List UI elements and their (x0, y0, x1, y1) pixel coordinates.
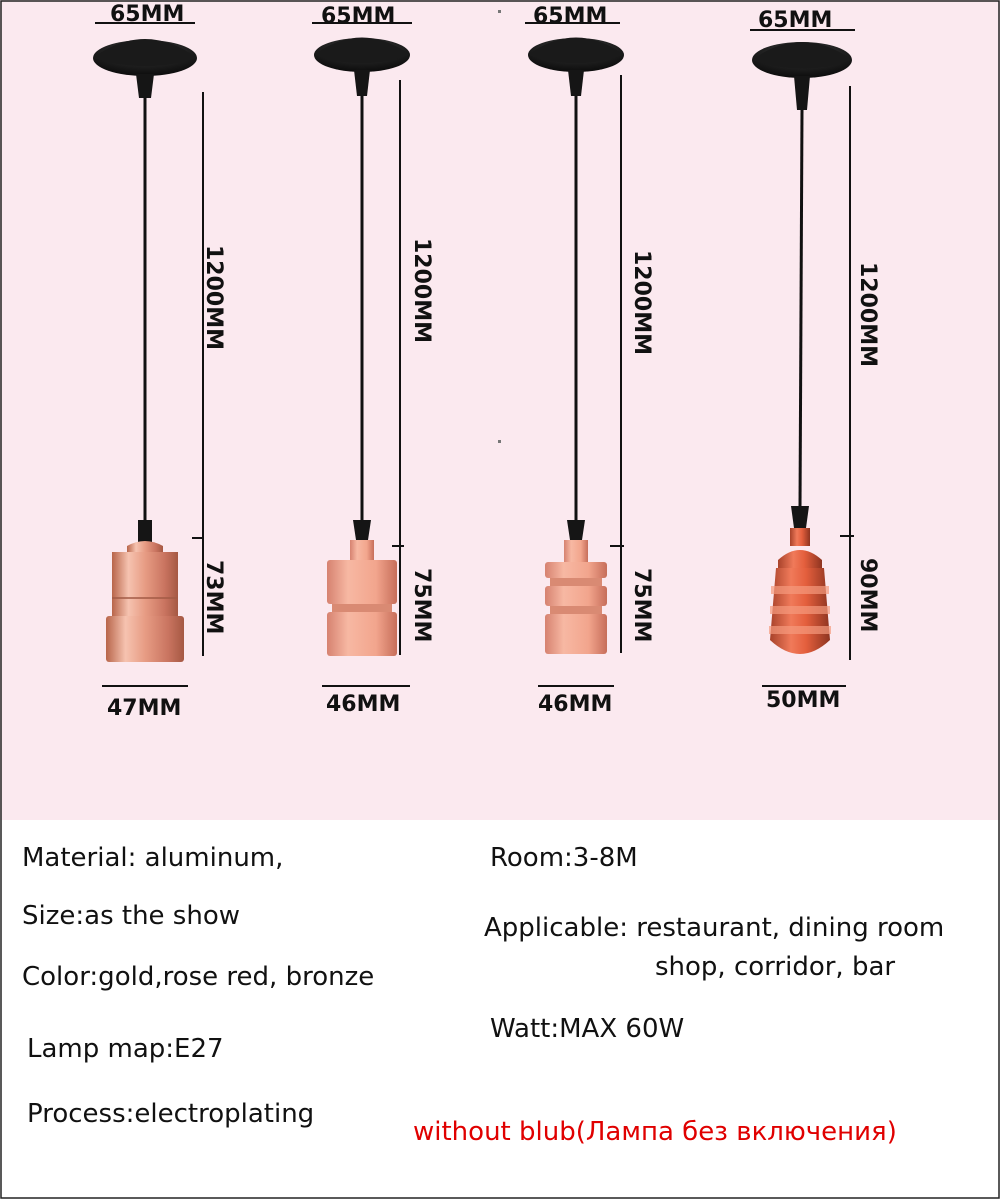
spec-lamp-map: Lamp map:E27 (27, 1034, 224, 1064)
lamp-holder (127, 541, 163, 552)
lamp-2-holder-width: 46MM (326, 692, 401, 717)
lamp-1-cord-length: 1200MM (201, 245, 226, 351)
lamp-holder (350, 540, 374, 560)
cord-grip (354, 70, 370, 96)
power-cord (798, 109, 804, 509)
lamp-2-holder-height: 75MM (409, 568, 434, 643)
lamp-4-holder-width: 50MM (766, 688, 841, 713)
spec-applicable-continued: shop, corridor, bar (655, 952, 896, 982)
lamp-4 (750, 29, 855, 687)
spec-room: Room:3-8M (490, 843, 638, 873)
no-bulb-note: without blub(Лампа без включения) (413, 1117, 897, 1147)
lamp-3-holder-height: 75MM (629, 568, 654, 643)
cord-grip (794, 76, 810, 110)
top-background (0, 0, 1000, 820)
lamp-4-cord-length: 1200MM (855, 262, 880, 368)
cord-grip (136, 74, 154, 98)
lamp-2 (312, 22, 412, 687)
lamp-3 (525, 22, 624, 687)
spec-applicable: Applicable: restaurant, dining room (484, 913, 945, 943)
spec-watt: Watt:MAX 60W (490, 1014, 685, 1044)
lamp-3-cord-length: 1200MM (629, 250, 654, 356)
lamp-4-canopy-width: 65MM (758, 8, 833, 33)
lamp-holder (790, 528, 810, 546)
lamp-1-holder-height: 73MM (201, 560, 226, 635)
lamp-3-canopy-width: 65MM (533, 4, 608, 29)
lamp-2-canopy-width: 65MM (321, 4, 396, 29)
spec-panel-background (0, 820, 1000, 1200)
spec-color: Color:gold,rose red, bronze (22, 962, 375, 992)
lamp-3-holder-width: 46MM (538, 692, 613, 717)
lamp-1 (93, 22, 204, 687)
spec-size: Size:as the show (22, 901, 241, 931)
cord-grip (568, 70, 584, 96)
spec-process: Process:electroplating (27, 1099, 315, 1129)
lamp-4-holder-height: 90MM (855, 558, 880, 633)
lamp-holder (564, 540, 588, 562)
spec-material: Material: aluminum, (22, 843, 284, 873)
lamp-1-holder-width: 47MM (107, 696, 182, 721)
lamp-1-canopy-width: 65MM (110, 2, 185, 27)
lamp-2-cord-length: 1200MM (409, 238, 434, 344)
